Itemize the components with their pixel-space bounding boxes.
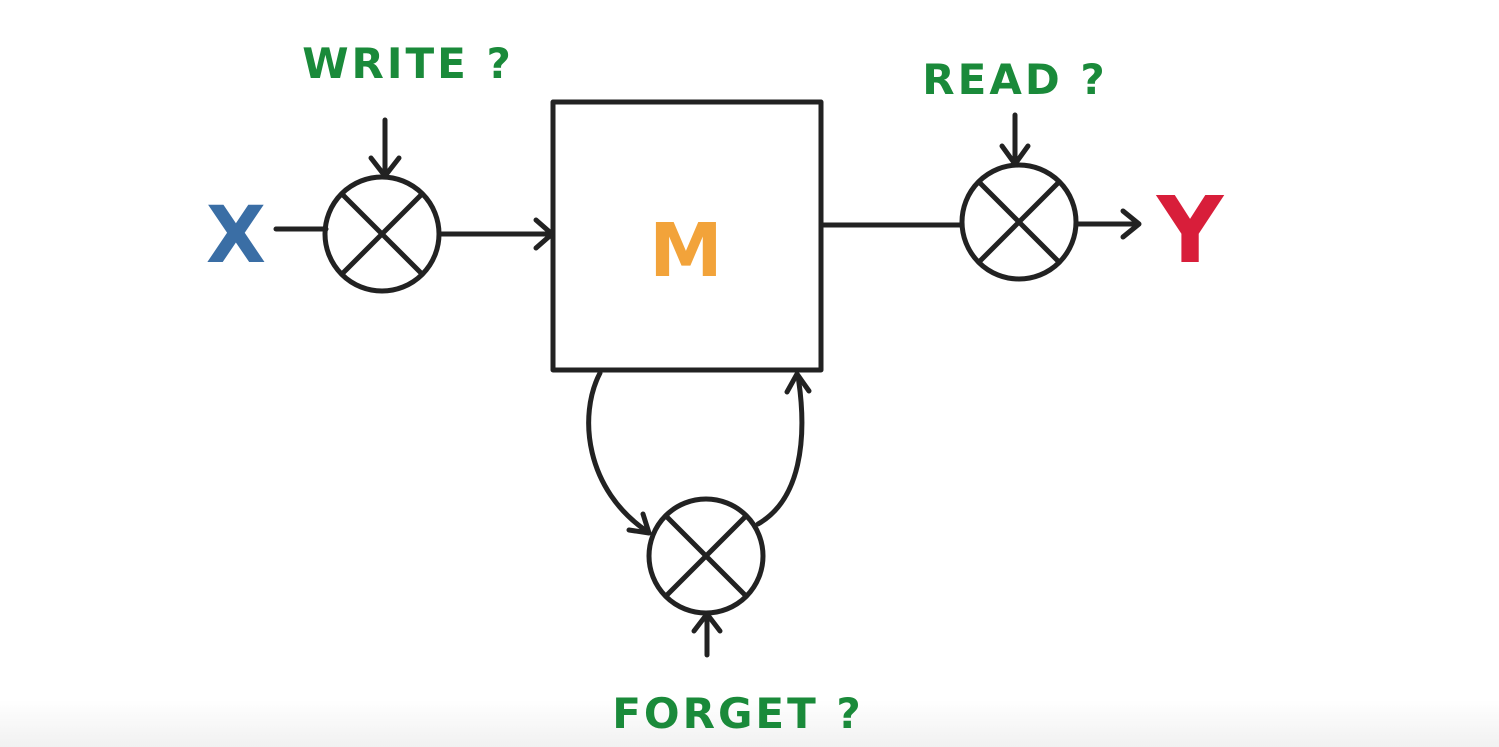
forget-gate-label: FORGET ? <box>612 689 864 738</box>
output-arrow-icon <box>1074 208 1142 240</box>
forget-arrow-icon <box>691 611 723 658</box>
forget-gate-multiply-icon <box>646 496 766 616</box>
write-to-memory-arrow-icon <box>438 217 555 251</box>
memory-label-m: M <box>649 208 723 294</box>
forget-to-memory-arrow-icon <box>755 371 812 527</box>
input-label-x: X <box>206 191 266 281</box>
write-gate-multiply-icon <box>322 174 442 294</box>
write-arrow-icon <box>368 117 402 179</box>
output-label-y: Y <box>1156 177 1225 284</box>
read-gate-multiply-icon <box>959 162 1079 282</box>
memory-to-forget-arrow-icon <box>586 370 652 536</box>
read-arrow-icon <box>999 112 1031 167</box>
write-gate-label: WRITE ? <box>302 39 514 88</box>
read-gate-label: READ ? <box>922 55 1107 104</box>
